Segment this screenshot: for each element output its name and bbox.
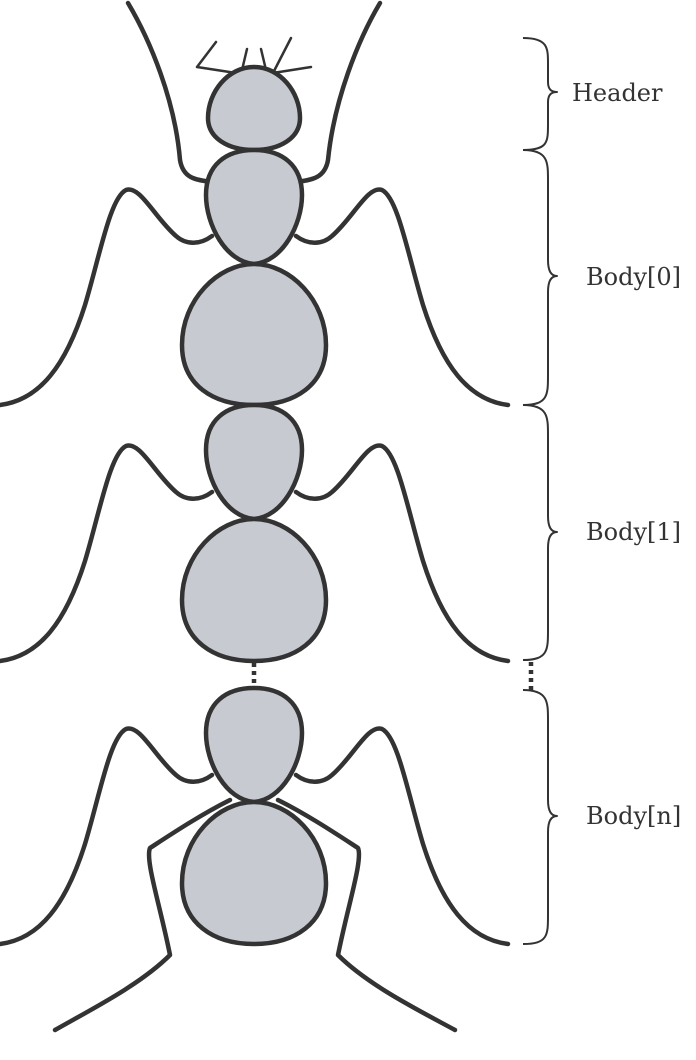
left-antenna [125,0,215,185]
head-segment [205,64,303,153]
body-0-right-leg [293,187,511,408]
body-n-segment [0,685,511,1033]
body-n-abdomen [179,799,329,947]
body-n-left-hind-leg [52,797,233,1033]
body-1-label: Body[1] [586,518,681,546]
body-0-segment [0,147,511,408]
body-1-abdomen [179,516,329,664]
body-n-label: Body[n] [586,802,681,830]
body-n-left-leg [0,726,215,947]
body-n-right-hind-leg [275,797,458,1033]
body-0-label: Body[0] [586,263,681,291]
body-0-abdomen [179,261,329,408]
body-0-brace [522,149,558,406]
body-n-brace [522,689,558,945]
header-label: Header [572,79,663,107]
body-1-left-leg [0,443,215,664]
body-n-thorax [203,685,305,805]
body-1-thorax [203,402,305,522]
body-0-left-leg [0,187,215,408]
right-antenna [293,0,383,185]
body-1-right-leg [293,443,511,664]
body-0-thorax [203,147,305,267]
body-1-brace [522,404,558,661]
mandibles-icon [195,36,313,75]
body-1-segment [0,402,511,664]
body-n-right-leg [293,726,511,947]
header-brace [522,37,558,151]
